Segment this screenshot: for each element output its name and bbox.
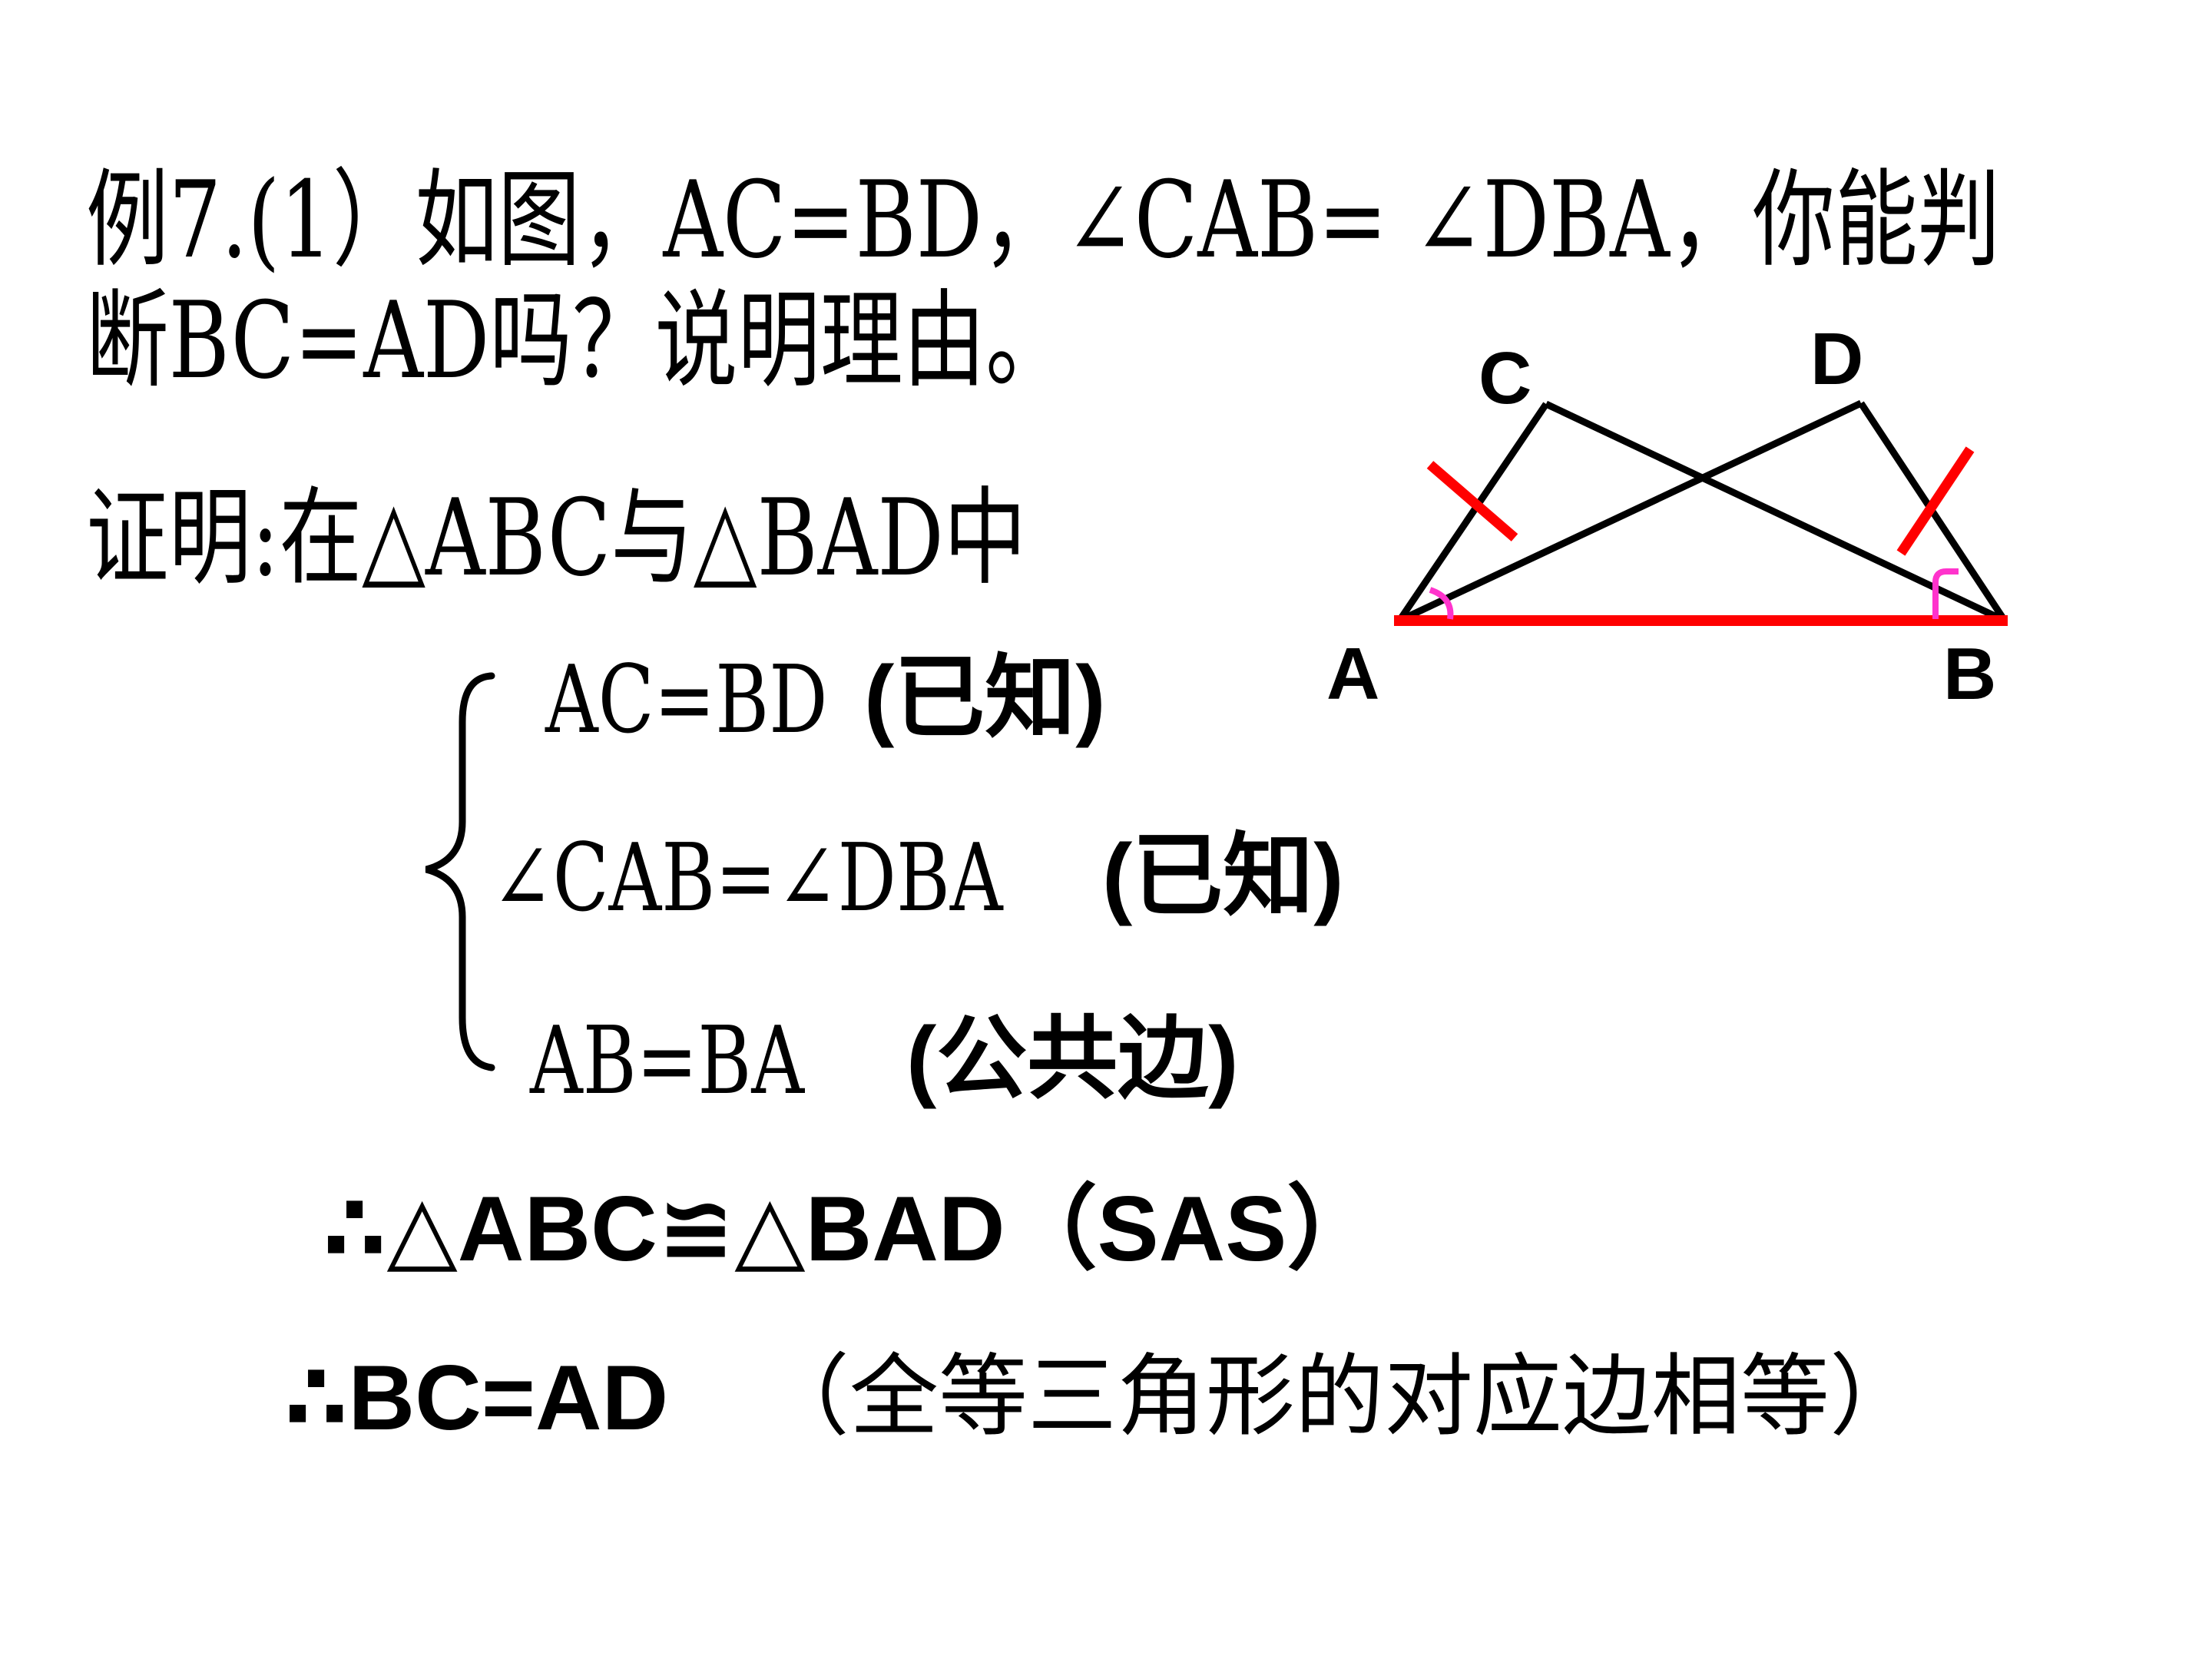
point-label-C: C (1479, 337, 1532, 419)
conclusion-reason: （全等三角形的对应边相等） (760, 1346, 1919, 1446)
condition-1-statement: AC=BD (545, 645, 828, 754)
point-label-D: D (1810, 318, 1863, 400)
angle-arc-CAB (1429, 587, 1454, 620)
conclusion-statement: ∴BC=AD (284, 1346, 669, 1449)
condition-3-reason: (公共边) (906, 1008, 1239, 1110)
conclusion-congruence: ∴△ABC≌△BAD（SAS） (323, 1177, 1379, 1280)
tick-mark-AC (1426, 461, 1518, 541)
angle-arc-DBA (1932, 568, 1959, 619)
segment-CB (1545, 400, 2006, 624)
point-label-A: A (1326, 633, 1379, 715)
condition-3-statement: AB=BA (530, 1006, 805, 1115)
segment-AD (1398, 399, 1863, 624)
condition-1-reason: (已知) (864, 647, 1106, 749)
segment-AC (1396, 402, 1549, 623)
proof-heading: 证明:在△ABC与△BAD中 (86, 476, 1027, 600)
point-label-B: B (1943, 633, 1996, 715)
problem-title-line-2: 断BC=AD吗？说明理由。 (86, 279, 1068, 402)
geometry-figure: C D A B (1326, 318, 2008, 715)
problem-title-line-1: 例7.(1）如图，AC=BD，∠CAB= ∠DBA，你能判 (86, 158, 2001, 282)
condition-2-statement: ∠CAB=∠DBA (492, 823, 1003, 932)
left-brace (425, 672, 495, 1071)
condition-2-reason: (已知) (1102, 826, 1344, 927)
tick-mark-BD (1896, 446, 1975, 556)
